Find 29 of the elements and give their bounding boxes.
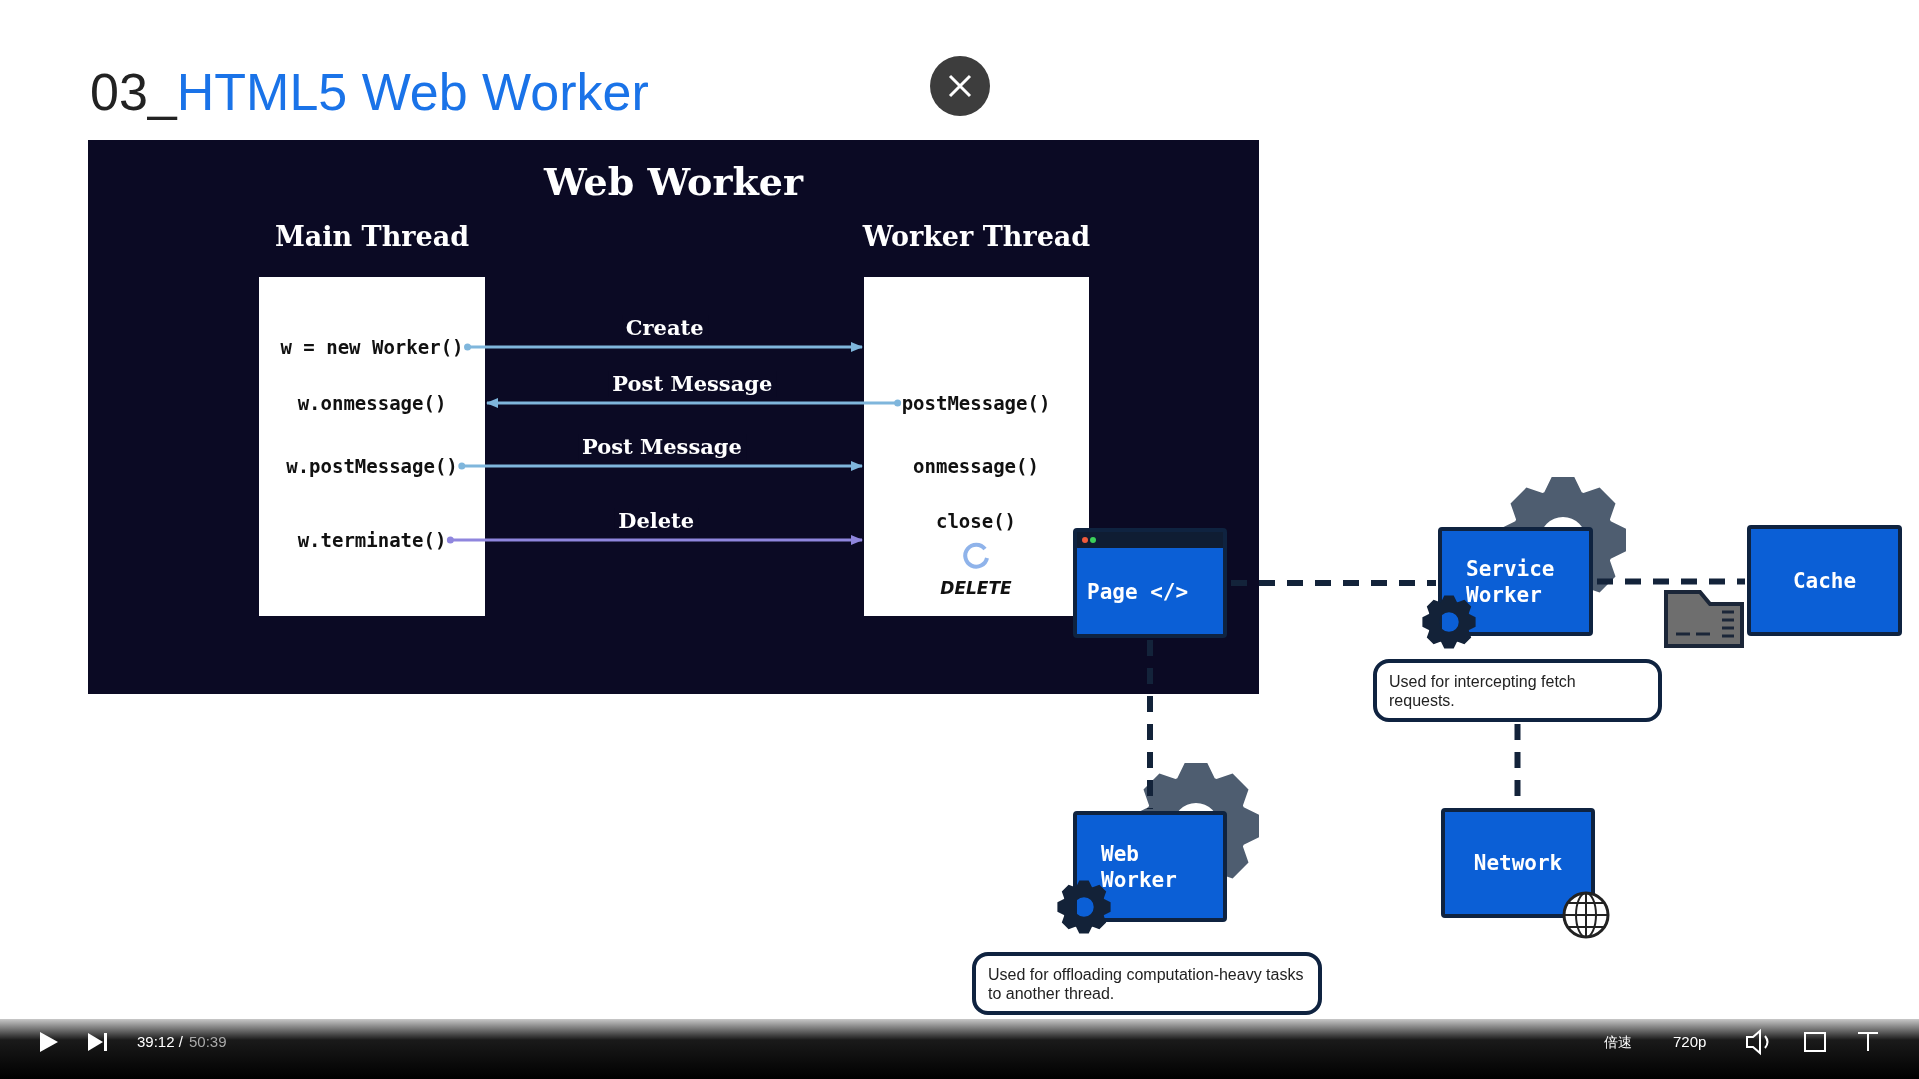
arrow xyxy=(458,461,863,471)
time-current: 39:12 / xyxy=(137,1033,183,1050)
slide-number: 03_ xyxy=(90,63,177,121)
panel-heading: Web Worker xyxy=(544,159,803,204)
component-box: Cache xyxy=(1747,525,1902,636)
column-heading: Worker Thread xyxy=(862,221,1091,252)
dashed-connector xyxy=(1597,578,1745,585)
arrow xyxy=(446,535,863,545)
code-text: close() xyxy=(935,509,1017,533)
callout-box: Used for intercepting fetch requests. xyxy=(1373,659,1662,722)
code-text: w = new Worker() xyxy=(280,335,464,359)
column-heading: Main Thread xyxy=(274,221,470,252)
slide-panel xyxy=(88,140,1259,694)
component-box: Web Worker xyxy=(1073,811,1227,922)
time-total: 50:39 xyxy=(189,1033,227,1050)
code-text: w.onmessage() xyxy=(297,391,447,415)
code-text: w.postMessage() xyxy=(286,454,458,478)
quality-control: 720p xyxy=(1673,1033,1707,1050)
arrow xyxy=(486,398,902,408)
component-box: Network xyxy=(1441,808,1595,918)
code-text: postMessage() xyxy=(901,391,1051,415)
speed-control: 倍速 xyxy=(1604,1034,1632,1052)
code-text: onmessage() xyxy=(913,454,1039,478)
arrow xyxy=(464,342,863,352)
delete-text: DELETE xyxy=(940,578,1012,598)
callout-box: Used for offloading computation-heavy tasks to another thread. xyxy=(972,952,1322,1015)
code-text: w.terminate() xyxy=(297,528,447,552)
component-box: Service Worker xyxy=(1438,527,1593,636)
dashed-connector xyxy=(1231,580,1436,586)
